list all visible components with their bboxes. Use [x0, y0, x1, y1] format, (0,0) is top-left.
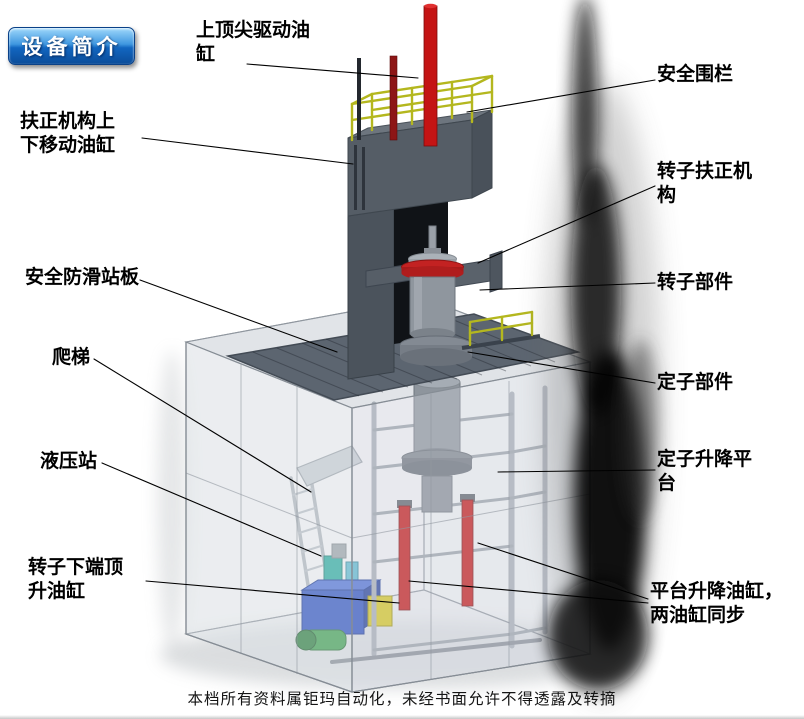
label-antislip-platform: 安全防滑站板 — [25, 267, 140, 288]
leader-hydraulic-station — [101, 462, 322, 557]
bottom-edge-strip — [0, 715, 804, 719]
label-stator-lift-platform: 定子升降平台 — [657, 449, 753, 495]
label-hydraulic-station: 液压站 — [40, 451, 98, 472]
leader-platform-cylinders-b — [408, 580, 649, 604]
title-badge: 设备简介 — [8, 27, 135, 65]
rotor-assembly — [365, 225, 541, 366]
top-drive-rods — [357, 3, 438, 147]
leader-rotor-bottom-cylinder — [145, 580, 400, 604]
leader-lines — [93, 63, 656, 604]
leader-centering-cylinder — [141, 137, 354, 165]
leader-rotor-centering — [477, 185, 656, 264]
lift-cylinders — [397, 494, 475, 611]
label-rotor-part: 转子部件 — [657, 272, 734, 293]
label-ladder: 爬梯 — [52, 347, 91, 368]
containment-cube-front — [185, 341, 591, 693]
title-badge-text: 设备简介 — [21, 36, 122, 59]
leader-safety-fence — [466, 79, 656, 113]
watermark-text: 本档所有资料属钜玛自动化，未经书面允许不得透露及转摘 — [187, 691, 617, 708]
label-rotor-centering: 转子扶正机构 — [657, 161, 753, 207]
label-rotor-bottom-cylinder: 转子下端顶升油缸 — [28, 557, 124, 603]
leader-stator-lift-platform — [497, 469, 656, 473]
label-stator-part: 定子部件 — [657, 372, 734, 393]
label-safety-fence: 安全围栏 — [657, 64, 734, 85]
leader-antislip-platform — [139, 279, 338, 353]
label-platform-lift-cylinders: 平台升降油缸，两油缸同步 — [650, 581, 784, 627]
leader-platform-cylinders-a — [477, 542, 649, 600]
leader-stator-part — [467, 351, 656, 384]
leader-top-cylinder — [246, 63, 419, 79]
label-top-drive-cylinder: 上顶尖驱动油缸 — [196, 20, 311, 66]
ink-smudge — [544, 0, 660, 700]
leader-rotor-part — [479, 282, 656, 291]
leader-ladder — [93, 358, 312, 493]
left-shadow — [157, 350, 187, 650]
label-centering-cylinder: 扶正机构上下移动油缸 — [20, 111, 116, 157]
